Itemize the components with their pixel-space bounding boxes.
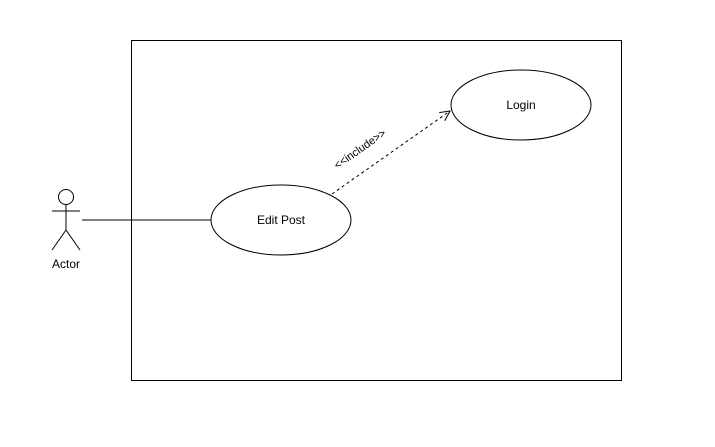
use-case-edit-post-label: Edit Post <box>257 213 306 227</box>
system-boundary[interactable] <box>131 40 622 381</box>
actor-label: Actor <box>52 257 80 271</box>
use-case-edit-post[interactable]: Edit Post <box>210 184 352 256</box>
actor-left-leg <box>51 229 67 251</box>
actor-figure[interactable] <box>51 189 81 251</box>
use-case-edit-post-ellipse <box>210 184 352 256</box>
include-label: <<include>> <box>332 127 388 172</box>
actor-right-leg <box>65 229 81 251</box>
use-case-login[interactable]: Login <box>450 69 592 141</box>
include-dependency-arrow[interactable] <box>331 111 450 195</box>
use-case-login-ellipse <box>450 69 592 141</box>
use-case-login-label: Login <box>506 98 535 112</box>
actor-head <box>58 189 74 205</box>
